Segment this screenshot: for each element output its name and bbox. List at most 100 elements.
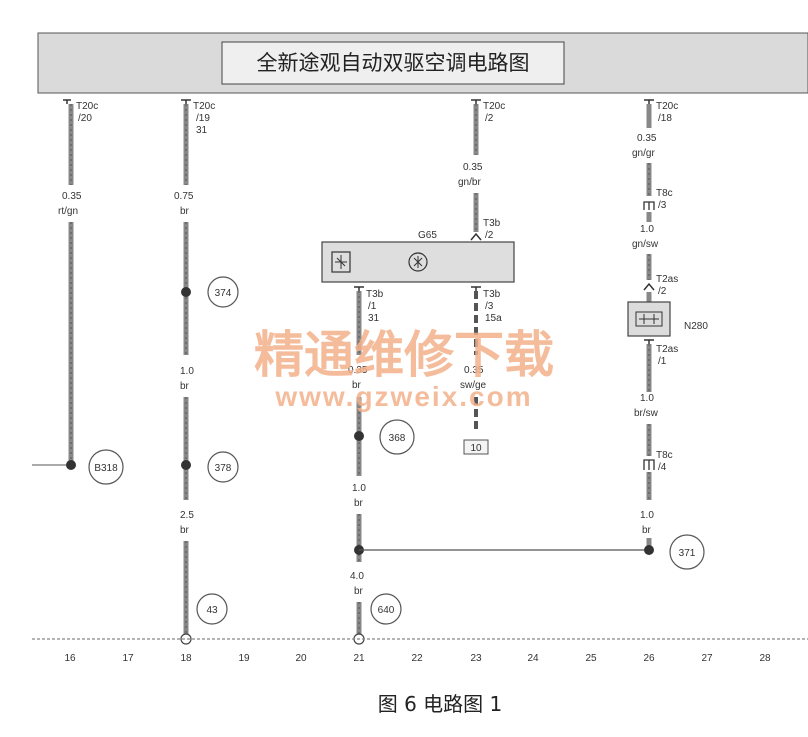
ground-point: 640: [370, 593, 402, 625]
solenoid-icon: [635, 311, 663, 327]
wire-color: gn/sw: [632, 239, 659, 250]
scale-number: 28: [759, 653, 771, 664]
scale-number: 19: [238, 653, 250, 664]
connector-label: T3b: [483, 289, 501, 300]
column-scale: 16 17 18 19 20 21 22 23 24 25 26 27 28: [64, 653, 771, 664]
connector-label: T20c: [656, 101, 678, 112]
pin-label: /1: [658, 356, 667, 367]
wire-size: 2.5: [180, 510, 194, 521]
wire-size: 0.35: [348, 365, 368, 376]
connector-label: T8c: [656, 188, 673, 199]
wire-size: 0.35: [62, 191, 82, 202]
svg-text:43: 43: [206, 605, 218, 616]
component-g65: G65: [321, 230, 515, 283]
diagram-title: 全新途观自动双驱空调电路图: [257, 51, 530, 75]
wire-size: 1.0: [180, 366, 194, 377]
wire-size: 1.0: [640, 224, 654, 235]
wire-size: 1.0: [640, 393, 654, 404]
connector-icon: [643, 459, 655, 470]
ground-point: 371: [669, 534, 705, 570]
watermark-text: 精通维修下载: [254, 326, 554, 384]
component-label: N280: [684, 321, 708, 332]
figure-caption: 图 6 电路图 1: [378, 692, 503, 716]
pin-label: /3: [658, 200, 667, 211]
wire-size: 0.35: [463, 162, 483, 173]
wire-26: T20c /18 0.35 gn/gr T8c /3 1.0 gn/sw T2a…: [627, 99, 708, 555]
scale-number: 16: [64, 653, 76, 664]
pin-label: /4: [658, 462, 667, 473]
ground-point: 43: [196, 593, 228, 625]
wire-color: br: [354, 498, 364, 509]
wire-size: 0.35: [464, 365, 484, 376]
reference-box: 10: [470, 443, 482, 454]
pin-label-2: 31: [196, 125, 208, 136]
connector-label: T2as: [656, 344, 678, 355]
pin-label: /19: [196, 113, 210, 124]
svg-text:378: 378: [215, 463, 232, 474]
ground-point: B318: [88, 449, 124, 485]
wire-size: 4.0: [350, 571, 364, 582]
scale-number: 23: [470, 653, 482, 664]
ground-point: 378: [207, 451, 239, 483]
title-box: [221, 41, 565, 85]
scale-number: 25: [585, 653, 597, 664]
wire-23-top: T20c /2 0.35 gn/br T3b /2: [458, 99, 505, 241]
scale-number: 27: [701, 653, 713, 664]
pin-label: /2: [485, 230, 494, 241]
scale-number: 17: [122, 653, 134, 664]
pin-label: /3: [485, 301, 494, 312]
wire-size: 0.35: [637, 133, 657, 144]
ground-point: 368: [379, 419, 415, 455]
svg-text:374: 374: [215, 288, 232, 299]
wire-size: 1.0: [640, 510, 654, 521]
scale-number: 22: [411, 653, 423, 664]
connector-label: T20c: [76, 101, 98, 112]
pin-label: /20: [78, 113, 92, 124]
scale-number: 24: [527, 653, 539, 664]
scale-number: 20: [295, 653, 307, 664]
pin-label-2: 15a: [485, 313, 502, 324]
pin-label: /18: [658, 113, 672, 124]
wire-18: T20c /19 31 0.75 br 1.0 br 2.5 br: [174, 99, 215, 645]
pin-label: /2: [658, 286, 667, 297]
wire-color: br: [354, 586, 364, 597]
svg-text:371: 371: [679, 548, 696, 559]
sensor-icon: [331, 251, 351, 273]
wire-color: br: [352, 380, 362, 391]
wire-color: rt/gn: [58, 206, 78, 217]
pin-label-2: 31: [368, 313, 380, 324]
connector-label: T2as: [656, 274, 678, 285]
wire-16: T20c /20 0.35 rt/gn: [32, 99, 98, 470]
wire-color: br: [180, 206, 190, 217]
connector-icon: [643, 201, 655, 210]
wire-size: 0.75: [174, 191, 194, 202]
svg-text:B318: B318: [94, 463, 118, 474]
ground-point: 374: [207, 276, 239, 308]
pin-label: /1: [368, 301, 377, 312]
wire-23-bottom: T3b /3 15a 0.35 sw/ge 10: [460, 286, 502, 455]
wire-color: br: [180, 381, 190, 392]
wire-size: 1.0: [352, 483, 366, 494]
wire-color: gn/gr: [632, 148, 655, 159]
wire-color: br: [180, 525, 190, 536]
scale-number: 18: [180, 653, 192, 664]
wire-color: br: [642, 525, 652, 536]
wire-21: T3b /1 31 0.35 br 1.0 br 4.0 br: [348, 286, 384, 645]
wire-color: br/sw: [634, 408, 659, 419]
component-label: G65: [418, 230, 437, 241]
connector-label: T20c: [193, 101, 215, 112]
scale-number: 21: [353, 653, 365, 664]
pin-label: /2: [485, 113, 494, 124]
connector-label: T20c: [483, 101, 505, 112]
watermark-url: www.gzweix.com: [274, 381, 532, 412]
pressure-sensor-icon: [408, 252, 428, 272]
wire-color: gn/br: [458, 177, 481, 188]
connector-label: T3b: [483, 218, 501, 229]
svg-text:368: 368: [389, 433, 406, 444]
connector-label: T3b: [366, 289, 384, 300]
connector-label: T8c: [656, 450, 673, 461]
scale-number: 26: [643, 653, 655, 664]
svg-text:640: 640: [378, 605, 395, 616]
wire-color: sw/ge: [460, 380, 487, 391]
